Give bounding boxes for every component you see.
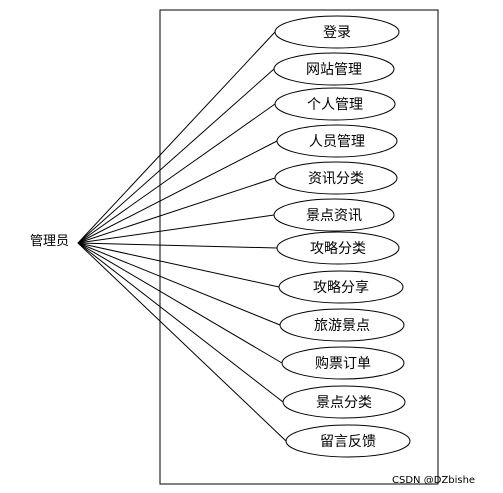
association-line: [77, 140, 278, 244]
use-case-ellipse: [274, 161, 398, 195]
use-case-ellipse: [278, 270, 404, 304]
use-case-ellipse: [285, 424, 411, 458]
use-case-label: 个人管理: [307, 97, 363, 113]
use-case-ellipse: [273, 52, 395, 86]
association-line: [77, 242, 281, 326]
association-line: [77, 242, 284, 403]
actor-label: 管理员: [30, 234, 69, 249]
use-case-label: 旅游景点: [314, 318, 370, 334]
association-line: [77, 103, 276, 244]
use-case-label: 购票订单: [315, 356, 371, 372]
use-case-label: 人员管理: [309, 134, 365, 150]
association-line: [77, 68, 275, 244]
use-case-ellipse: [279, 308, 405, 342]
use-case-ellipse: [274, 15, 400, 49]
association-lines: [77, 31, 287, 442]
use-case-label: 攻略分类: [310, 241, 366, 257]
association-line: [77, 177, 276, 244]
use-case-label: 网站管理: [306, 62, 362, 78]
use-case-ellipse: [273, 198, 395, 232]
association-line: [77, 242, 283, 364]
use-case-ellipse: [281, 346, 405, 380]
use-case-ellipse: [276, 124, 398, 158]
use-case-label: 景点分类: [316, 395, 372, 411]
use-case-label: 景点资讯: [306, 208, 362, 224]
system-boundary: [159, 9, 439, 485]
association-line: [77, 242, 287, 442]
association-line: [77, 242, 278, 249]
use-case-label: 登录: [323, 25, 351, 41]
use-case-ellipse: [282, 385, 406, 419]
watermark: CSDN @DZbishe: [392, 475, 475, 486]
use-case-ellipse: [276, 231, 400, 265]
use-case-label: 攻略分享: [313, 279, 369, 296]
association-line: [77, 31, 276, 244]
association-line: [77, 214, 275, 244]
use-case-ellipse: [274, 87, 396, 121]
association-line: [77, 242, 280, 288]
use-case-label: 留言反馈: [320, 434, 376, 450]
use-case-label: 资讯分类: [308, 171, 364, 187]
use-case-group: 登录网站管理个人管理人员管理资讯分类景点资讯攻略分类攻略分享旅游景点购票订单景点…: [273, 15, 411, 458]
